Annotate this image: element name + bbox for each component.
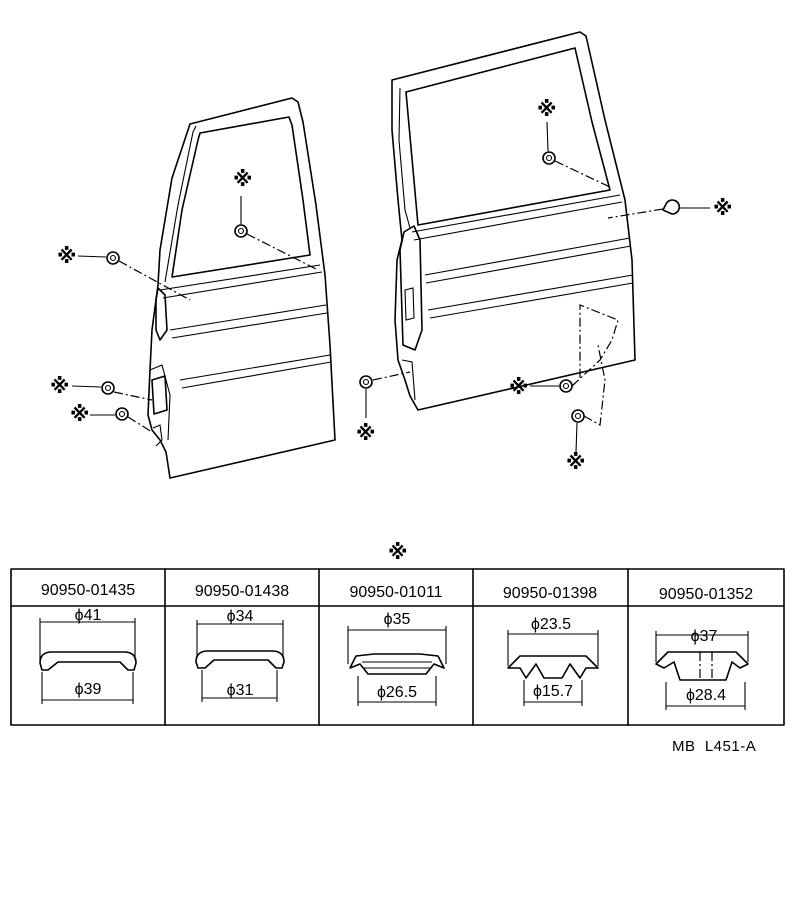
rear-door-clips	[359, 121, 710, 453]
clip-profile-5	[655, 631, 749, 710]
mark-rear-upper: ※	[713, 196, 732, 220]
mark-front-lower-2: ※	[70, 402, 89, 426]
part-number: 90950-01435	[41, 582, 135, 599]
table-header-mark: ※	[388, 540, 407, 564]
mark-front-window: ※	[233, 167, 252, 191]
outer-diameter: ϕ41	[75, 607, 102, 624]
part-number: 90950-01011	[349, 584, 442, 601]
outer-diameter: ϕ37	[691, 628, 718, 645]
clip-table	[10, 568, 785, 726]
clip-profile-4	[507, 630, 599, 706]
part-number: 90950-01352	[659, 586, 753, 603]
inner-diameter: ϕ26.5	[377, 684, 417, 701]
front-door-clips	[71, 196, 319, 433]
clip-profile-2	[195, 620, 285, 702]
front-door	[147, 97, 336, 479]
mark-rear-bottom-1: ※	[509, 375, 528, 399]
rear-door	[391, 31, 636, 411]
inner-diameter: ϕ28.4	[686, 687, 726, 704]
mark-rear-left: ※	[356, 421, 375, 445]
outer-diameter: ϕ23.5	[531, 616, 571, 633]
drawing-reference: MB L451-A	[672, 738, 756, 755]
part-number: 90950-01438	[195, 583, 289, 600]
part-number: 90950-01398	[503, 585, 597, 602]
inner-diameter: ϕ15.7	[533, 683, 573, 700]
mark-rear-bottom-2: ※	[566, 450, 585, 474]
mark-front-upper: ※	[57, 244, 76, 268]
inner-diameter: ϕ39	[75, 681, 102, 698]
mark-front-lower-1: ※	[50, 374, 69, 398]
outer-diameter: ϕ34	[227, 608, 254, 625]
mark-rear-window: ※	[537, 97, 556, 121]
clip-profile-3	[347, 626, 447, 706]
outer-diameter: ϕ35	[384, 611, 411, 628]
inner-diameter: ϕ31	[227, 682, 254, 699]
clip-profile-1	[39, 618, 137, 704]
